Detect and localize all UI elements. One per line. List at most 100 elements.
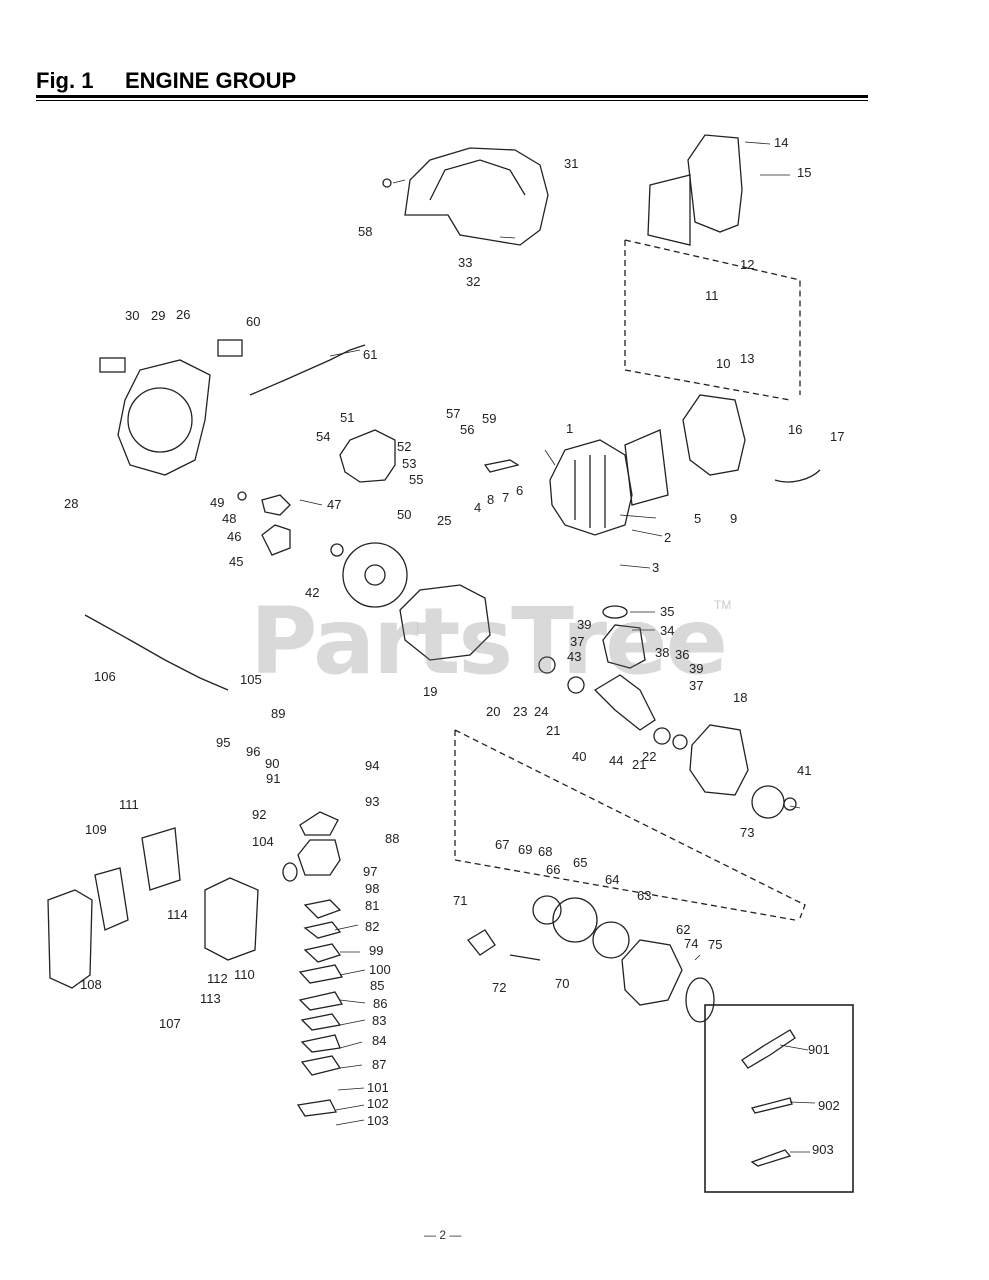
part-number-label: 111 xyxy=(119,797,139,812)
part-number-label: 94 xyxy=(365,758,380,773)
watermark-tm: TM xyxy=(714,598,732,612)
part-number-label: 103 xyxy=(367,1113,389,1128)
inset-box xyxy=(704,1004,854,1193)
part-number-label: 66 xyxy=(546,862,561,877)
part-number-label: 110 xyxy=(234,967,255,982)
page-number: — 2 — xyxy=(424,1228,462,1242)
header-rule-thin xyxy=(36,100,868,101)
part-number-label: 55 xyxy=(409,472,424,487)
muffler-part xyxy=(682,394,746,476)
part-number-label: 113 xyxy=(200,991,221,1006)
part-number-label: 81 xyxy=(365,898,380,913)
part-number-label: 903 xyxy=(812,1142,834,1157)
part-number-label: 62 xyxy=(676,922,691,937)
part-number-label: 18 xyxy=(733,690,748,705)
part-number-label: 4 xyxy=(474,500,482,515)
part-number-label: 36 xyxy=(675,647,690,662)
part-number-label: 92 xyxy=(252,807,267,822)
part-number-label: 34 xyxy=(660,623,675,638)
part-number-label: 99 xyxy=(369,943,384,958)
part-number-label: 22 xyxy=(642,749,657,764)
part-number-label: 102 xyxy=(367,1096,389,1111)
part-number-label: 8 xyxy=(487,492,495,507)
part-number-label: 68 xyxy=(538,844,553,859)
part-number-label: 73 xyxy=(740,825,755,840)
header-rule xyxy=(36,95,868,98)
part-number-label: 52 xyxy=(397,439,412,454)
part-number-label: 33 xyxy=(458,255,473,270)
part-number-label: 42 xyxy=(305,585,320,600)
throttle-cable-part xyxy=(84,614,229,691)
part-number-label: 29 xyxy=(151,308,166,323)
part-number-label: 28 xyxy=(64,496,79,511)
part-number-label: 49 xyxy=(210,495,225,510)
air-cleaner-cover-part xyxy=(47,889,93,989)
part-number-label: 65 xyxy=(573,855,588,870)
part-number-label: 98 xyxy=(365,881,380,896)
muffler-cover-part xyxy=(687,134,743,233)
part-number-label: 74 xyxy=(684,936,699,951)
part-number-label: 47 xyxy=(327,497,342,512)
part-number-label: 25 xyxy=(437,513,452,528)
part-number-label: 90 xyxy=(265,756,280,771)
part-number-label: 83 xyxy=(372,1013,387,1028)
part-number-label: 46 xyxy=(227,529,242,544)
part-number-label: 3 xyxy=(652,560,660,575)
part-number-label: 50 xyxy=(397,507,412,522)
part-number-label: 17 xyxy=(830,429,845,444)
part-number-label: 43 xyxy=(567,649,582,664)
part-number-label: 40 xyxy=(572,749,587,764)
part-number-label: 9 xyxy=(730,511,738,526)
part-number-label: 30 xyxy=(125,308,140,323)
figure-label: Fig. 1 xyxy=(36,68,94,93)
part-number-label: 37 xyxy=(689,678,704,693)
crankshaft-part xyxy=(593,674,656,731)
part-number-label: 902 xyxy=(818,1098,840,1113)
part-number-label: 48 xyxy=(222,511,237,526)
part-number-label: 106 xyxy=(94,669,116,684)
part-number-label: 7 xyxy=(502,490,510,505)
part-number-label: 114 xyxy=(167,907,188,922)
part-number-label: 108 xyxy=(80,977,102,992)
part-number-label: 5 xyxy=(694,511,702,526)
part-number-label: 23 xyxy=(513,704,528,719)
part-number-label: 72 xyxy=(492,980,507,995)
part-number-label: 97 xyxy=(363,864,378,879)
part-number-label: 57 xyxy=(446,406,461,421)
fan-housing-part xyxy=(117,359,211,476)
part-number-label: 101 xyxy=(367,1080,389,1095)
part-number-label: 96 xyxy=(246,744,261,759)
cylinder-part xyxy=(549,439,633,536)
part-number-label: 39 xyxy=(577,617,592,632)
part-number-label: 84 xyxy=(372,1033,387,1048)
part-number-label: 31 xyxy=(564,156,579,171)
spark-plug-part xyxy=(483,459,520,473)
part-number-label: 16 xyxy=(788,422,803,437)
part-number-label: 70 xyxy=(555,976,570,991)
part-number-label: 54 xyxy=(316,429,331,444)
part-number-label: 109 xyxy=(85,822,107,837)
part-number-label: 901 xyxy=(808,1042,830,1057)
part-number-label: 67 xyxy=(495,837,510,852)
part-number-label: 41 xyxy=(797,763,812,778)
carburetor-part xyxy=(297,839,341,876)
part-number-label: 112 xyxy=(207,971,228,986)
part-number-label: 14 xyxy=(774,135,789,150)
part-number-label: 56 xyxy=(460,422,475,437)
part-number-label: 93 xyxy=(365,794,380,809)
group-title: ENGINE GROUP xyxy=(125,68,297,93)
engine-cover-part xyxy=(404,147,549,246)
flywheel-part xyxy=(342,542,408,608)
part-number-label: 75 xyxy=(708,937,723,952)
part-number-label: 71 xyxy=(453,893,468,908)
part-number-label: 89 xyxy=(271,706,286,721)
part-number-label: 35 xyxy=(660,604,675,619)
part-number-label: 64 xyxy=(605,872,620,887)
part-number-label: 24 xyxy=(534,704,549,719)
part-number-label: 10 xyxy=(716,356,731,371)
part-number-label: 69 xyxy=(518,842,533,857)
part-number-label: 104 xyxy=(252,834,274,849)
part-number-label: 21 xyxy=(546,723,561,738)
part-number-label: 26 xyxy=(176,307,191,322)
